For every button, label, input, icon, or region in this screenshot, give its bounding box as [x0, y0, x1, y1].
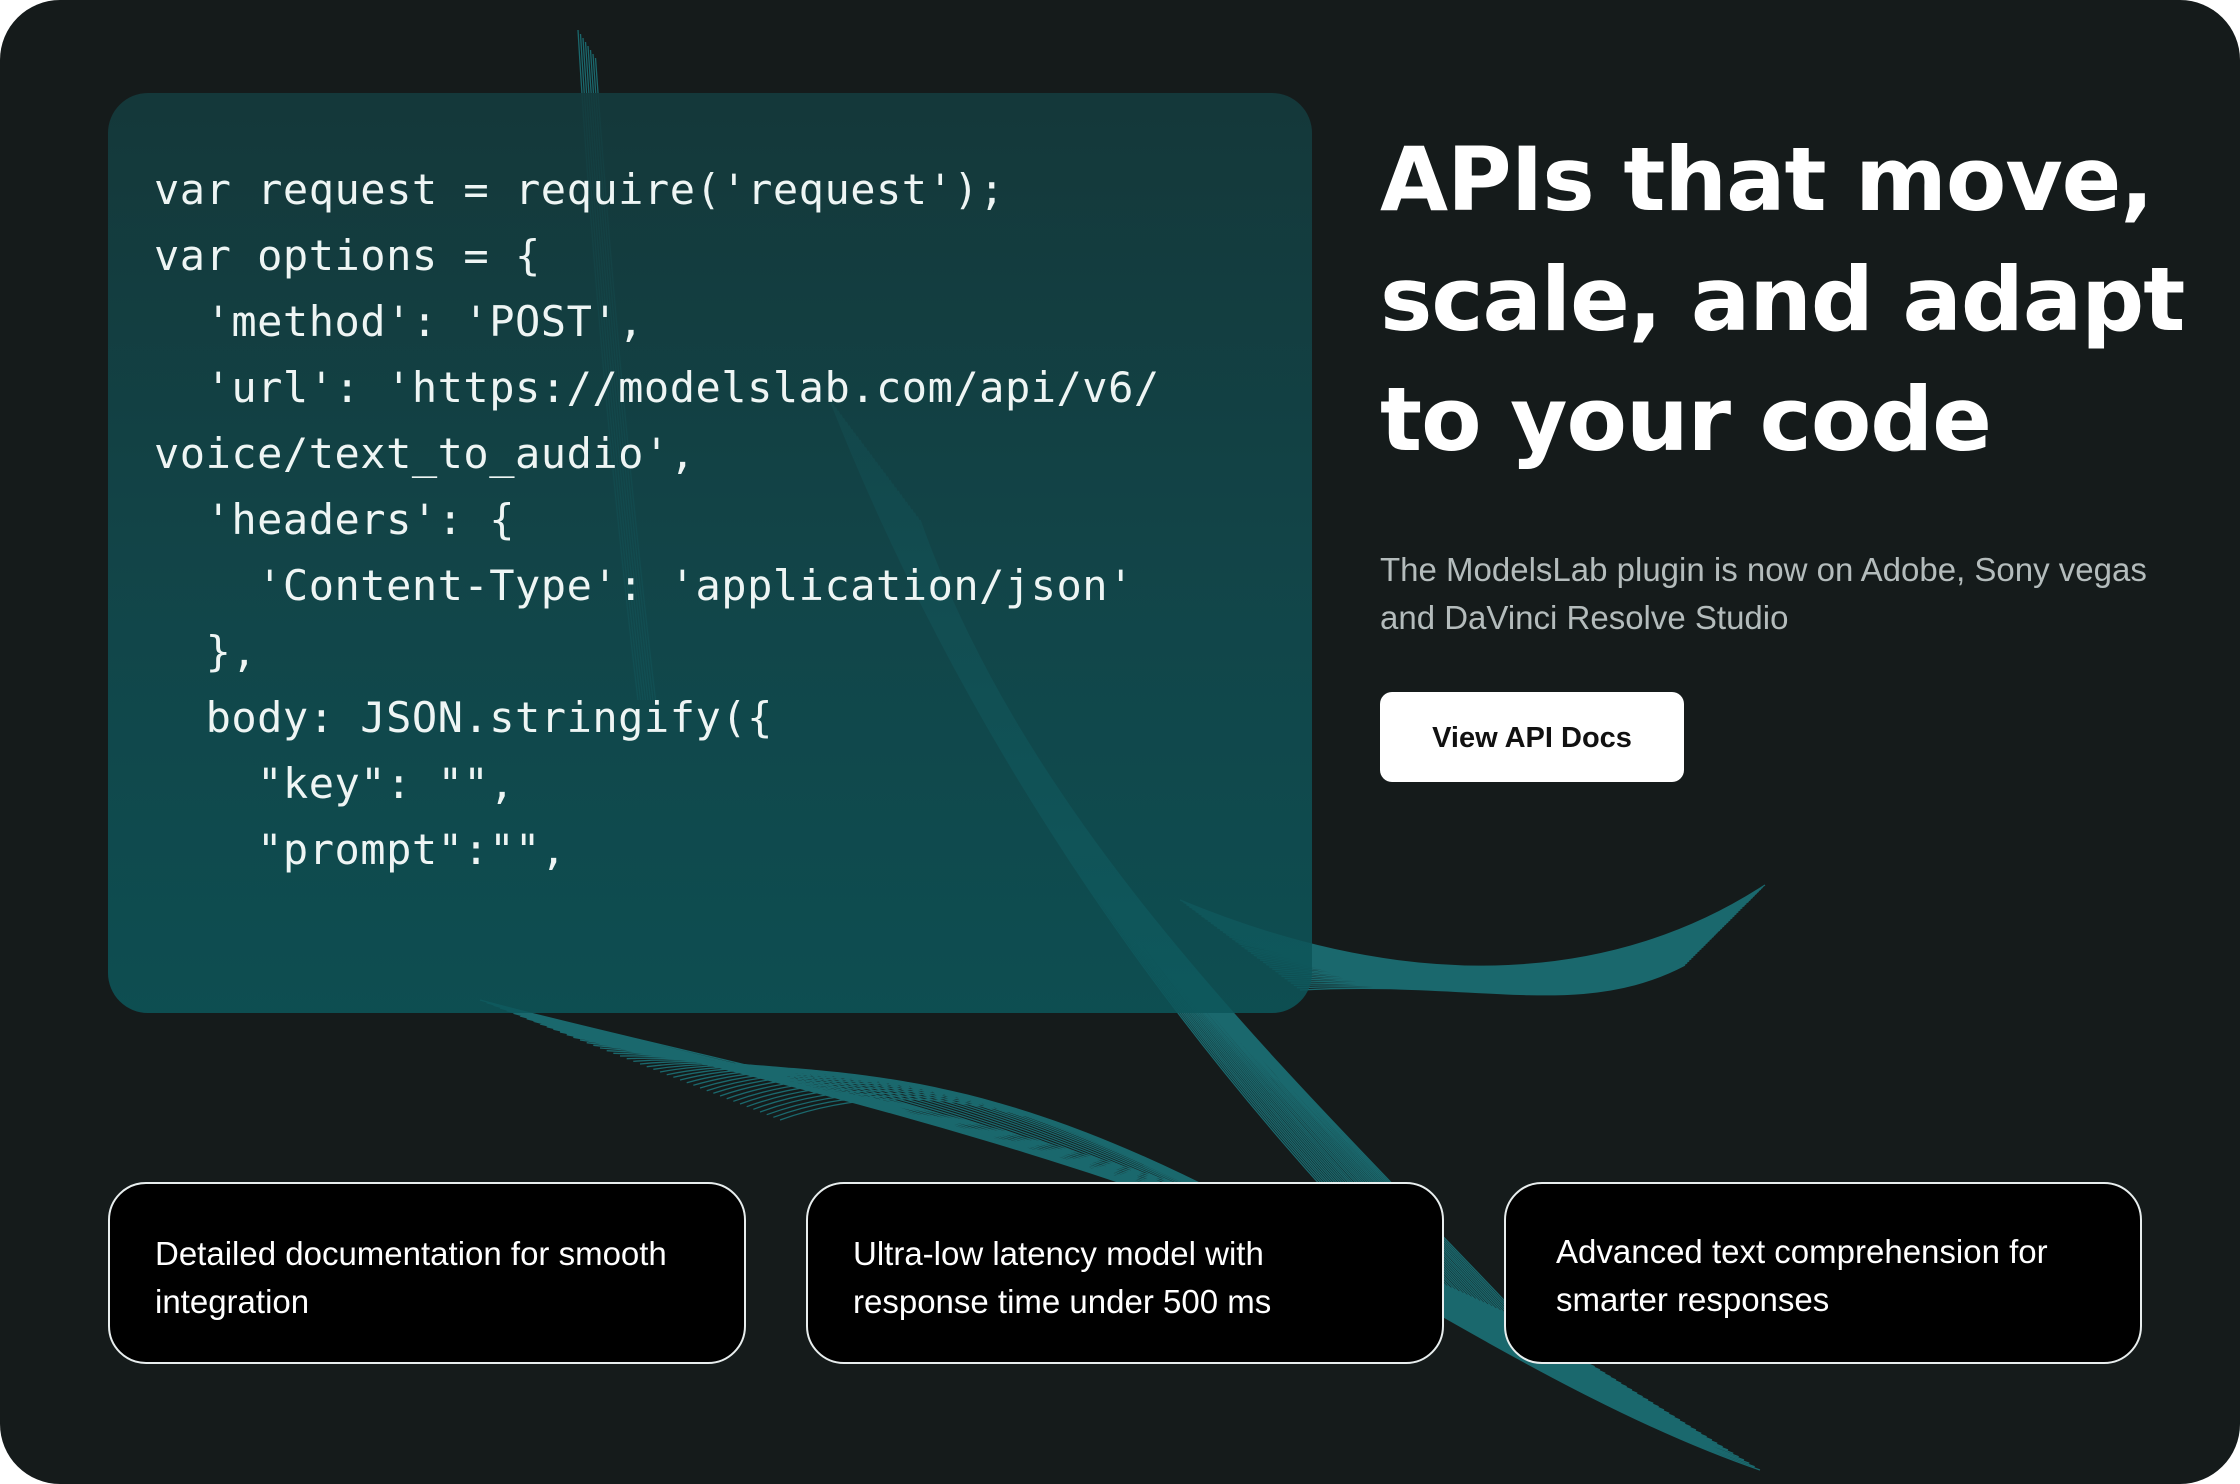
- hero-content: APIs that move, scale, and adapt to your…: [1380, 120, 2200, 782]
- view-api-docs-button[interactable]: View API Docs: [1380, 692, 1684, 782]
- code-sample-panel: var request = require('request'); var op…: [108, 93, 1312, 1013]
- feature-card-comprehension: Advanced text comprehension for smarter …: [1504, 1182, 2142, 1364]
- hero-subtitle: The ModelsLab plugin is now on Adobe, So…: [1380, 551, 2147, 636]
- page-title: APIs that move, scale, and adapt to your…: [1380, 128, 2185, 471]
- code-sample: var request = require('request'); var op…: [154, 165, 1160, 874]
- feature-card-documentation: Detailed documentation for smooth integr…: [108, 1182, 746, 1364]
- feature-card-latency: Ultra-low latency model with response ti…: [806, 1182, 1444, 1364]
